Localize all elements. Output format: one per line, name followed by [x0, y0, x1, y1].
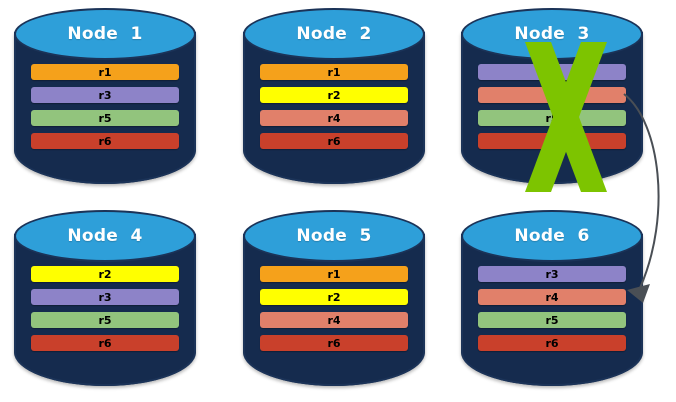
node-title-2: Node 2 — [296, 24, 372, 44]
replica-list-5: r1 r2 r4 r6 — [243, 266, 425, 351]
replica-bar[interactable]: r5 — [478, 110, 626, 126]
replica-bar[interactable]: r6 — [260, 133, 408, 149]
node-cylinder-5[interactable]: Node 5 r1 r2 r4 r6 — [243, 210, 425, 388]
replica-bar[interactable]: r4 — [478, 289, 626, 305]
replica-bar[interactable]: r2 — [260, 87, 408, 103]
replica-bar[interactable]: r5 — [31, 312, 179, 328]
cylinder-top-5 — [243, 210, 425, 262]
replica-bar[interactable]: r1 — [31, 64, 179, 80]
replica-bar[interactable]: r6 — [31, 335, 179, 351]
cylinder-top-4 — [14, 210, 196, 262]
replica-bar[interactable]: r6 — [478, 133, 626, 149]
cylinder-top-6 — [461, 210, 643, 262]
node-title-4: Node 4 — [67, 226, 143, 246]
node-title-1: Node 1 — [67, 24, 143, 44]
replica-bar[interactable]: r6 — [31, 133, 179, 149]
node-title-6: Node 6 — [514, 226, 590, 246]
cylinder-top-2 — [243, 8, 425, 60]
node-cylinder-6[interactable]: Node 6 r3 r4 r5 r6 — [461, 210, 643, 388]
replica-list-2: r1 r2 r4 r6 — [243, 64, 425, 149]
replica-bar[interactable]: r2 — [31, 266, 179, 282]
replica-bar[interactable]: r6 — [260, 335, 408, 351]
replica-bar[interactable]: r2 — [260, 289, 408, 305]
replica-bar[interactable]: r4 — [260, 110, 408, 126]
replica-bar[interactable]: r3 — [31, 289, 179, 305]
node-cylinder-1[interactable]: Node 1 r1 r3 r5 r6 — [14, 8, 196, 186]
node-cylinder-3[interactable]: Node 3 r3 r4 r5 r6 — [461, 8, 643, 192]
replica-list-4: r2 r3 r5 r6 — [14, 266, 196, 351]
node-title-3: Node 3 — [514, 24, 590, 44]
cylinder-top-1 — [14, 8, 196, 60]
replica-bar[interactable]: r3 — [31, 87, 179, 103]
replica-bar[interactable]: r4 — [478, 87, 626, 103]
replica-list-6: r3 r4 r5 r6 — [461, 266, 643, 351]
replica-list-3: r3 r4 r5 r6 — [461, 64, 643, 149]
replica-bar[interactable]: r3 — [478, 64, 626, 80]
node-cylinder-2[interactable]: Node 2 r1 r2 r4 r6 — [243, 8, 425, 186]
replica-bar[interactable]: r5 — [478, 312, 626, 328]
replica-bar[interactable]: r3 — [478, 266, 626, 282]
replica-bar[interactable]: r5 — [31, 110, 179, 126]
replica-bar[interactable]: r1 — [260, 64, 408, 80]
node-title-5: Node 5 — [296, 226, 372, 246]
replica-list-1: r1 r3 r5 r6 — [14, 64, 196, 149]
replica-bar[interactable]: r6 — [478, 335, 626, 351]
replica-bar[interactable]: r1 — [260, 266, 408, 282]
node-cylinder-4[interactable]: Node 4 r2 r3 r5 r6 — [14, 210, 196, 388]
replica-bar[interactable]: r4 — [260, 312, 408, 328]
